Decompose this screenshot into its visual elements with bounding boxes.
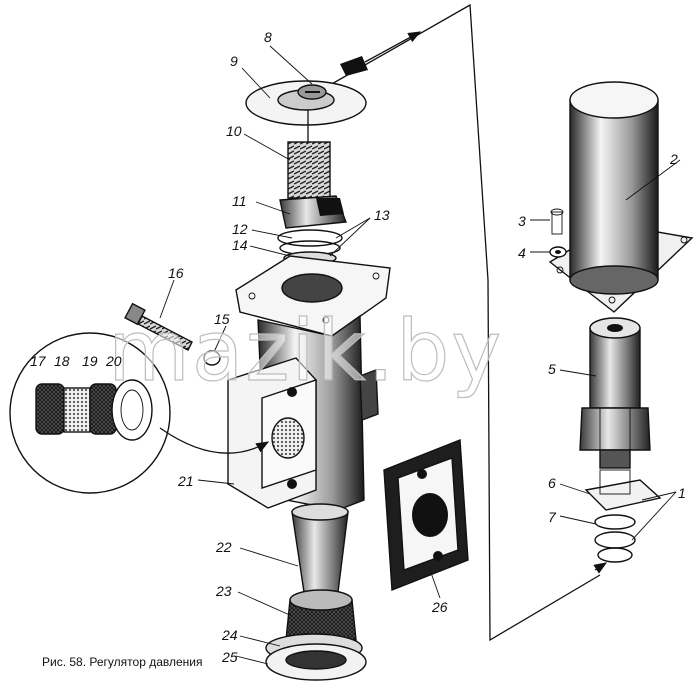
part-9-cover-disc [245, 80, 367, 126]
part-11-lock-nut [279, 195, 347, 229]
label-20: 20 [105, 353, 122, 369]
label-21: 21 [177, 473, 194, 489]
label-13: 13 [374, 207, 390, 223]
label-23: 23 [215, 583, 232, 599]
label-24: 24 [221, 627, 238, 643]
part-23-fitting [285, 589, 357, 641]
label-11: 11 [232, 193, 247, 209]
watermark-text: mazik.by [108, 302, 503, 400]
label-8: 8 [264, 29, 272, 45]
label-17: 17 [30, 353, 47, 369]
figure-caption: Рис. 58. Регулятор давления [42, 655, 202, 669]
part-12-ring [277, 229, 343, 247]
label-4: 4 [518, 245, 526, 261]
part-3-screw [550, 208, 564, 235]
part-8-screw-head [297, 84, 327, 100]
leader-lines [159, 45, 681, 665]
label-3: 3 [518, 213, 526, 229]
part-2-solenoid [548, 81, 694, 313]
label-19: 19 [82, 353, 98, 369]
label-10: 10 [226, 123, 242, 139]
part-25-base [265, 643, 367, 681]
mounting-panel [329, 3, 601, 642]
direction-arrow-top [340, 31, 422, 76]
filter-inset [9, 332, 270, 494]
label-18: 18 [54, 353, 70, 369]
direction-arrow-bottom [593, 562, 608, 574]
part-15-ring [203, 350, 221, 366]
label-9: 9 [230, 53, 238, 69]
label-25: 25 [221, 649, 238, 665]
part-21-inlet-block [227, 357, 317, 509]
label-16: 16 [168, 265, 184, 281]
label-2: 2 [669, 151, 678, 167]
label-7: 7 [548, 509, 557, 525]
part-26-gasket-plate [383, 438, 469, 592]
part-7-spring-ring [594, 514, 636, 563]
label-5: 5 [548, 361, 556, 377]
label-12: 12 [232, 221, 248, 237]
part-10-adjusting-screw [287, 110, 331, 199]
part-22-nozzle [291, 503, 349, 593]
part-5-valve [579, 317, 651, 469]
label-6: 6 [548, 475, 556, 491]
part-6-seal-holder [584, 469, 662, 511]
label-22: 22 [215, 539, 232, 555]
label-15: 15 [214, 311, 230, 327]
label-26: 26 [431, 599, 448, 615]
part-16-bolt [124, 302, 193, 351]
label-14: 14 [232, 237, 248, 253]
part-labels: 1 2 3 4 5 6 7 8 9 10 11 12 13 14 15 16 1… [30, 29, 686, 665]
part-4-washer [549, 246, 567, 258]
label-1: 1 [678, 485, 686, 501]
